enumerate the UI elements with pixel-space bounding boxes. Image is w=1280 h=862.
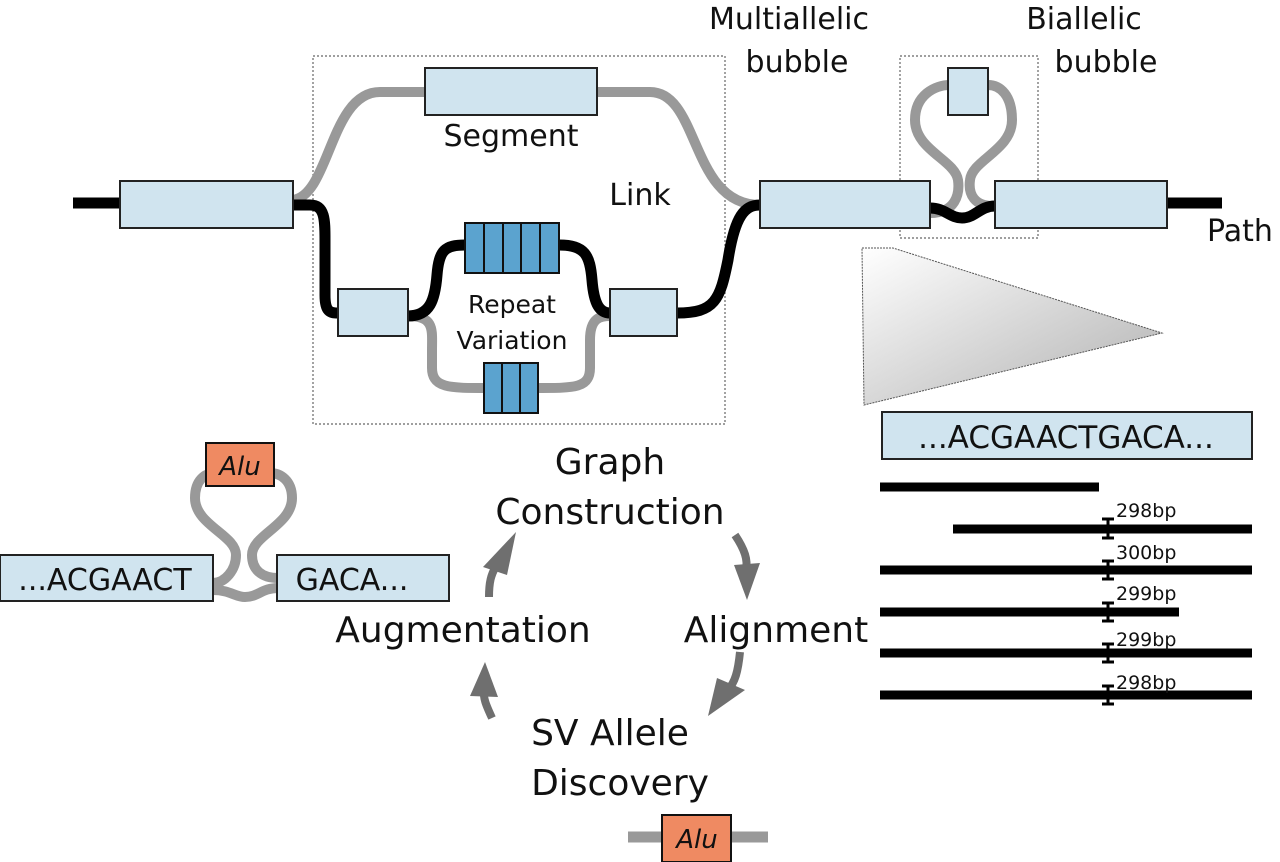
zoom-wedge bbox=[861, 247, 1164, 406]
insert-size-label: 299bp bbox=[1116, 583, 1176, 605]
path-edge bbox=[293, 199, 339, 319]
alu-label: Alu bbox=[217, 452, 261, 482]
multiallelic-label: Multiallelic bbox=[709, 2, 869, 37]
link-edge bbox=[407, 311, 485, 393]
segment-node bbox=[609, 288, 678, 337]
segment-node bbox=[424, 67, 598, 116]
path-label: Path bbox=[1207, 214, 1273, 249]
link-edge bbox=[909, 80, 964, 218]
left-flank-box bbox=[0, 554, 214, 602]
link-edge bbox=[964, 80, 1018, 211]
reference-sequence-text: ...ACGAACTGACA... bbox=[918, 420, 1214, 456]
insert-marker bbox=[1102, 601, 1114, 623]
insert-markers bbox=[1102, 517, 1114, 706]
sv-allele-discovery-label-1: SV Allele bbox=[531, 713, 689, 754]
arrow-discovery-to-augmentation bbox=[470, 662, 498, 720]
insert-size-label: 298bp bbox=[1116, 500, 1176, 522]
segment-node bbox=[337, 288, 409, 337]
link-edge bbox=[597, 87, 761, 210]
link-edge bbox=[291, 87, 425, 205]
alu-node bbox=[205, 442, 275, 487]
variation-label: Variation bbox=[457, 326, 568, 355]
sv-allele-discovery-label-2: Discovery bbox=[531, 763, 709, 804]
biallelic-label: Biallelic bbox=[1026, 2, 1142, 37]
right-flank-text: GACA... bbox=[296, 563, 409, 598]
link-edge bbox=[189, 468, 242, 588]
insert-marker bbox=[1102, 642, 1114, 664]
arrow-augmentation-to-construction bbox=[483, 532, 516, 598]
graph-construction-label-1: Graph bbox=[555, 442, 665, 483]
multiallelic-bubble-label: bubble bbox=[746, 45, 849, 80]
alignment-label: Alignment bbox=[684, 610, 868, 651]
discovered-alu-node bbox=[661, 814, 732, 862]
repeat-block-5 bbox=[464, 222, 560, 274]
reference-sequence-box bbox=[881, 411, 1253, 460]
biallelic-bubble-label: bubble bbox=[1055, 45, 1158, 80]
link-edge bbox=[212, 583, 279, 603]
right-flank-box bbox=[276, 554, 450, 602]
insert-size-label: 300bp bbox=[1116, 542, 1176, 564]
multiallelic-bubble-box bbox=[312, 55, 726, 425]
discovered-alu-label: Alu bbox=[674, 825, 718, 855]
biallelic-bubble-box bbox=[899, 55, 1039, 239]
arrow-alignment-to-discovery bbox=[708, 651, 745, 716]
insert-size-label: 299bp bbox=[1116, 629, 1176, 651]
segment-node bbox=[759, 180, 931, 229]
link-edge bbox=[537, 311, 611, 393]
link-label: Link bbox=[609, 178, 671, 213]
insert-marker bbox=[1102, 559, 1114, 581]
repeat-block-3 bbox=[483, 362, 539, 414]
segment-node bbox=[994, 180, 1168, 229]
augmentation-label: Augmentation bbox=[335, 610, 590, 651]
graph-construction-label-2: Construction bbox=[495, 492, 724, 533]
reads bbox=[880, 482, 1252, 700]
segment-node bbox=[947, 67, 989, 116]
path-edge bbox=[929, 200, 996, 224]
repeat-label: Repeat bbox=[468, 290, 556, 319]
segment-label: Segment bbox=[444, 119, 579, 154]
left-flank-text: ...ACGAACT bbox=[18, 563, 192, 598]
path-edge bbox=[676, 199, 761, 319]
insert-size-label: 298bp bbox=[1116, 672, 1176, 694]
link-edge bbox=[246, 468, 298, 583]
segment-node bbox=[119, 180, 294, 229]
arrow-construction-to-alignment bbox=[731, 532, 760, 600]
path-edge bbox=[407, 239, 466, 322]
insert-marker bbox=[1102, 517, 1114, 540]
insert-marker bbox=[1102, 684, 1114, 706]
path-edge bbox=[558, 239, 611, 319]
